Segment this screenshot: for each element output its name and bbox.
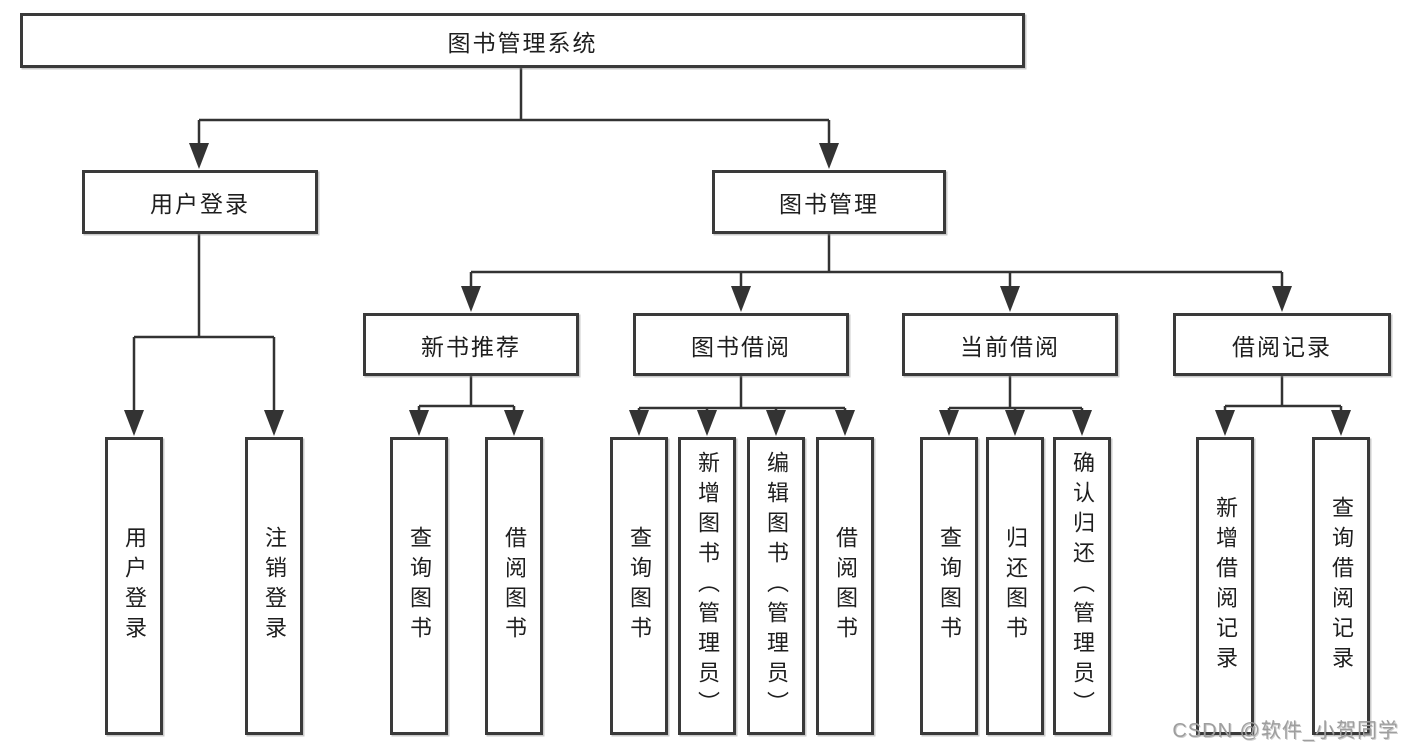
node-user-login-label: 用户登录 xyxy=(150,191,250,217)
leaf-borrow-books-label: 借阅图书 xyxy=(833,526,858,646)
watermark: CSDN @软件_小贺同学 xyxy=(1172,720,1399,742)
connector-borrow-records-to-leaves xyxy=(1215,376,1351,436)
leaf-confirm-return-admin: 确认归还（管理员） xyxy=(1053,437,1111,735)
leaf-query-books-recommend-label: 查询图书 xyxy=(407,526,432,646)
leaf-return-books: 归还图书 xyxy=(986,437,1044,735)
leaf-add-book-admin-label: 新增图书（管理员） xyxy=(695,451,720,721)
node-borrow-records-label: 借阅记录 xyxy=(1232,333,1332,360)
node-book-borrow: 图书借阅 xyxy=(633,313,849,376)
node-borrow-records: 借阅记录 xyxy=(1173,313,1391,376)
connector-current-borrow-to-leaves xyxy=(939,376,1092,436)
leaf-borrow-books: 借阅图书 xyxy=(816,437,874,735)
connector-user-login-to-leaves xyxy=(124,234,284,436)
node-root-label: 图书管理系统 xyxy=(447,29,598,56)
leaf-query-books-recommend: 查询图书 xyxy=(390,437,448,735)
leaf-add-borrow-record-label: 新增借阅记录 xyxy=(1213,496,1238,676)
leaf-user-login-label: 用户登录 xyxy=(122,526,147,646)
node-current-borrow: 当前借阅 xyxy=(902,313,1118,376)
leaf-user-login: 用户登录 xyxy=(105,437,163,735)
node-book-borrow-label: 图书借阅 xyxy=(691,333,791,360)
node-new-book-recommend: 新书推荐 xyxy=(363,313,579,376)
node-book-management-label: 图书管理 xyxy=(779,191,879,217)
leaf-edit-book-admin: 编辑图书（管理员） xyxy=(747,437,805,735)
node-new-book-recommend-label: 新书推荐 xyxy=(421,333,521,360)
connector-new-book-recommend-to-leaves xyxy=(409,376,524,436)
connector-root-to-level2 xyxy=(189,68,839,169)
node-user-login: 用户登录 xyxy=(82,170,318,234)
leaf-query-books-borrow: 查询图书 xyxy=(610,437,668,735)
node-root: 图书管理系统 xyxy=(20,13,1025,68)
node-current-borrow-label: 当前借阅 xyxy=(960,333,1060,360)
leaf-query-books-current: 查询图书 xyxy=(920,437,978,735)
connector-book-management-to-level3 xyxy=(461,234,1292,312)
leaf-query-borrow-record: 查询借阅记录 xyxy=(1312,437,1370,735)
leaf-borrow-books-recommend-label: 借阅图书 xyxy=(502,526,527,646)
leaf-logout-label: 注销登录 xyxy=(262,526,287,646)
leaf-query-books-borrow-label: 查询图书 xyxy=(627,526,652,646)
leaf-query-borrow-record-label: 查询借阅记录 xyxy=(1329,496,1354,676)
leaf-confirm-return-admin-label: 确认归还（管理员） xyxy=(1070,451,1095,721)
leaf-add-borrow-record: 新增借阅记录 xyxy=(1196,437,1254,735)
leaf-add-book-admin: 新增图书（管理员） xyxy=(678,437,736,735)
leaf-edit-book-admin-label: 编辑图书（管理员） xyxy=(764,451,789,721)
connector-book-borrow-to-leaves xyxy=(629,376,855,436)
leaf-return-books-label: 归还图书 xyxy=(1003,526,1028,646)
leaf-query-books-current-label: 查询图书 xyxy=(937,526,962,646)
leaf-logout: 注销登录 xyxy=(245,437,303,735)
node-book-management: 图书管理 xyxy=(712,170,946,234)
leaf-borrow-books-recommend: 借阅图书 xyxy=(485,437,543,735)
